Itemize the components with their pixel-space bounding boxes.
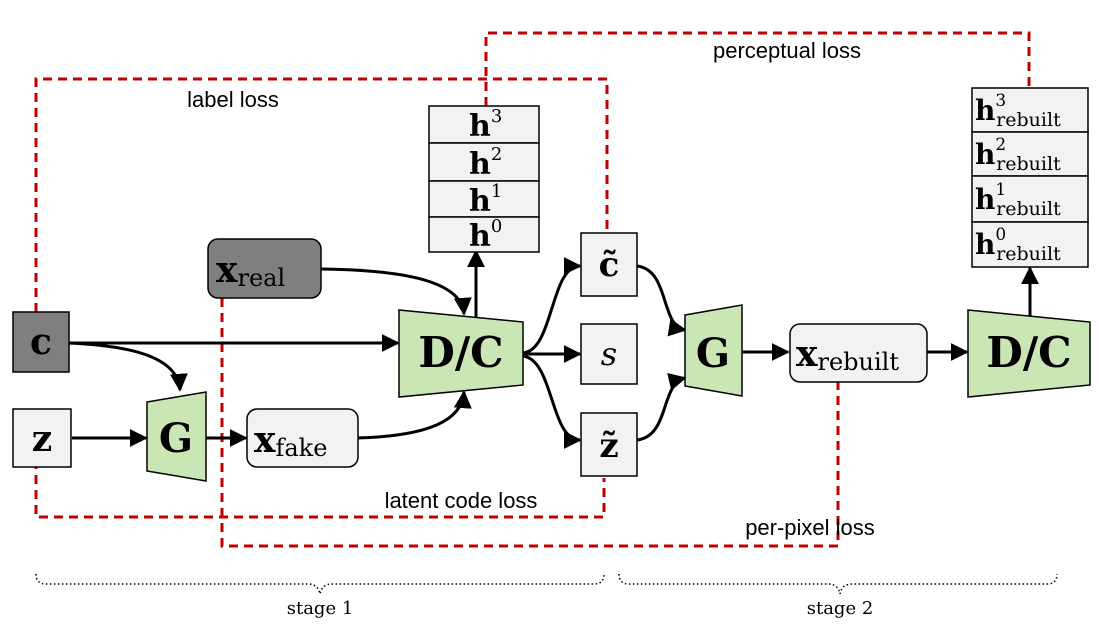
feature-h1: h1	[428, 180, 540, 219]
arrow-ctilde-to-g2	[636, 264, 687, 337]
latent-code-loss-label: latent code loss	[385, 488, 538, 513]
arrow-xfake-to-dc	[356, 390, 472, 440]
svg-text:h2: h2	[469, 144, 502, 182]
generator-1-label: G	[159, 415, 193, 462]
feature-h3: h3	[428, 105, 540, 144]
disc-class-2-label: D/C	[986, 328, 1071, 377]
svg-text:h3: h3	[469, 106, 502, 144]
output-ctilde-node: c̃	[580, 232, 638, 297]
label-loss-outline	[34, 77, 609, 312]
output-ctilde-label: c̃	[599, 245, 620, 285]
generator-1: G	[146, 391, 207, 482]
output-s-node: s	[580, 323, 638, 385]
perceptual-loss-label: perceptual loss	[713, 38, 861, 63]
disc-class-1-label: D/C	[418, 328, 503, 377]
xreal-base: x	[216, 249, 238, 291]
arrow-dc-to-ztilde	[522, 354, 582, 449]
perceptual-loss-outline	[484, 31, 1031, 106]
input-z-label: z	[32, 418, 52, 460]
output-s-label: s	[601, 335, 617, 373]
input-c-node: c	[12, 311, 70, 373]
xrebuilt-sub: rebuilt	[817, 348, 899, 376]
feature-stack: h3 h2 h1 h0	[428, 105, 540, 254]
svg-text:h1: h1	[469, 181, 502, 219]
stage-2-brace	[618, 573, 1058, 595]
svg-text:xreal: xreal	[216, 249, 285, 292]
xfake-base: x	[254, 419, 276, 461]
arrow-c-to-g1	[67, 341, 188, 392]
disc-class-1: D/C	[398, 309, 524, 398]
xreal-sub: real	[237, 264, 285, 292]
xfake-sub: fake	[275, 434, 327, 462]
input-xreal-node: xreal	[207, 238, 322, 299]
label-loss-label: label loss	[187, 87, 279, 112]
arrow-dc-to-ctilde	[522, 257, 582, 355]
output-ztilde-label: z̃	[599, 426, 618, 466]
xrebuilt-node: xrebuilt	[789, 323, 928, 383]
stage-1-label: stage 1	[287, 598, 354, 619]
input-z-node: z	[12, 408, 72, 468]
stage-2-label: stage 2	[807, 598, 874, 619]
stage-1-brace	[35, 573, 605, 595]
arrow-xreal-to-dc	[319, 267, 472, 316]
xrebuilt-base: x	[796, 333, 818, 375]
generator-2-label: G	[696, 330, 730, 377]
generator-2: G	[684, 304, 743, 397]
disc-class-2: D/C	[967, 309, 1091, 398]
svg-text:xrebuilt: xrebuilt	[796, 333, 899, 376]
feature-h0: h0	[428, 216, 540, 254]
svg-text:xfake: xfake	[254, 419, 327, 462]
per-pixel-loss-outline	[220, 298, 840, 548]
arrow-ztilde-to-g2	[636, 373, 687, 442]
output-ztilde-node: z̃	[580, 412, 638, 477]
xfake-node: xfake	[246, 408, 359, 468]
per-pixel-loss-label: per-pixel loss	[745, 515, 875, 540]
feature-h2: h2	[428, 142, 540, 182]
svg-text:h0: h0	[469, 216, 502, 254]
input-c-label: c	[30, 321, 52, 363]
